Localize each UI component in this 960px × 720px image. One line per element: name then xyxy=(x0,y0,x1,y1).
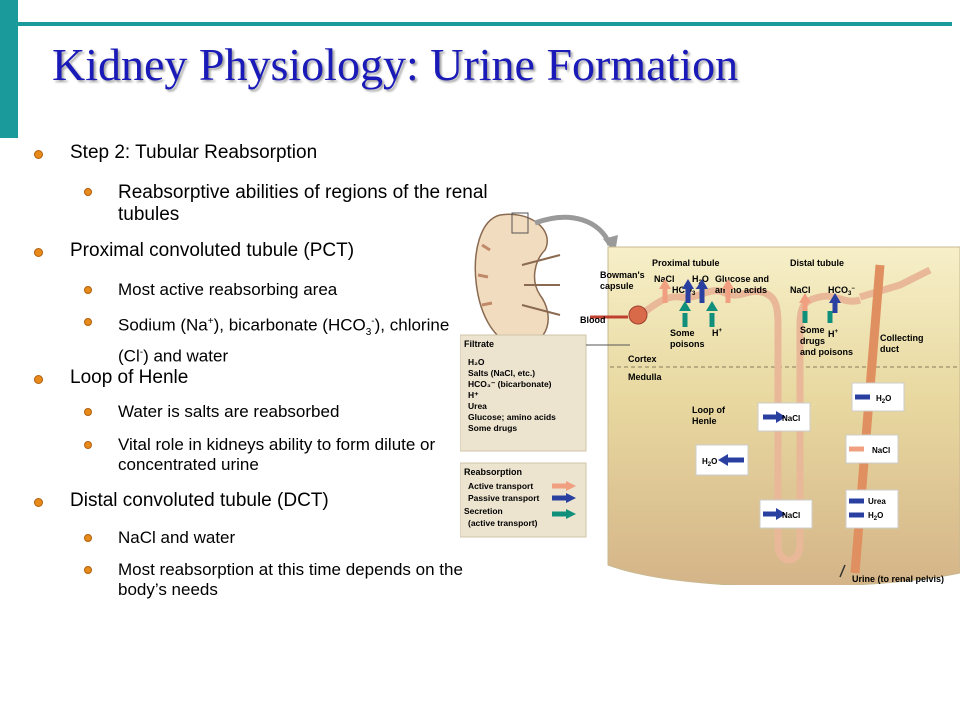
bullet-dot xyxy=(84,408,92,416)
filtrate-box: Filtrate H₂O Salts (NaCl, etc.) HCO₃⁻ (b… xyxy=(460,334,630,452)
legend-heading: Reabsorption xyxy=(464,467,522,477)
cortex-label: Cortex xyxy=(628,354,657,364)
filtrate-heading: Filtrate xyxy=(464,339,494,349)
legend-box: Reabsorption Active transport Passive tr… xyxy=(460,462,587,538)
svg-text:H2O: H2O xyxy=(876,394,891,405)
pct-nacl-label: NaCl xyxy=(654,274,675,284)
bowmans-label-2: capsule xyxy=(600,281,634,291)
bullet-dot xyxy=(34,150,43,159)
svg-text:Some drugs: Some drugs xyxy=(468,423,517,433)
svg-text:Glucose; amino acids: Glucose; amino acids xyxy=(468,412,556,422)
glomerulus xyxy=(628,305,648,325)
accent-bar xyxy=(0,0,18,138)
dct-drugs-label-2: drugs xyxy=(800,336,825,346)
collecting-duct-label-2: duct xyxy=(880,344,899,354)
svg-text:NaCl: NaCl xyxy=(782,414,800,423)
svg-text:HCO₃⁻ (bicarbonate): HCO₃⁻ (bicarbonate) xyxy=(468,379,552,389)
svg-text:H⁺: H⁺ xyxy=(468,390,479,400)
loop-henle-label-1: Loop of xyxy=(692,405,726,415)
bullet-dot xyxy=(84,534,92,542)
loop-henle-label-2: Henle xyxy=(692,416,717,426)
bullet-dot xyxy=(34,498,43,507)
dct-arrows xyxy=(799,293,841,323)
pct-h-plus-label: H+ xyxy=(712,328,723,338)
loop-boxes: NaCl H2O NaCl H2O NaCl Urea H2O xyxy=(695,382,905,529)
dct-drugs-label-3: and poisons xyxy=(800,347,853,357)
bowmans-label-1: Bowman's xyxy=(600,270,645,280)
svg-text:H₂O: H₂O xyxy=(468,357,485,367)
svg-text:H2O: H2O xyxy=(702,457,717,468)
nephron-diagram: Proximal tubule Distal tubule Bowman's c… xyxy=(460,212,960,585)
bullet-dot xyxy=(84,318,92,326)
dct-drugs-label-1: Some xyxy=(800,325,825,335)
svg-text:NaCl: NaCl xyxy=(872,446,890,455)
svg-text:NaCl: NaCl xyxy=(782,511,800,520)
pct-poisons-label-1: Some xyxy=(670,328,695,338)
blood-label: Blood xyxy=(580,315,606,325)
bullet-dot xyxy=(84,286,92,294)
svg-text:(active transport): (active transport) xyxy=(468,518,538,528)
pct-arrows xyxy=(659,279,734,327)
dct-h-plus-label: H+ xyxy=(828,329,839,339)
medulla-label: Medulla xyxy=(628,372,662,382)
pct-poisons-label-2: poisons xyxy=(670,339,705,349)
svg-text:Secretion: Secretion xyxy=(464,506,503,516)
distal-tubule-label: Distal tubule xyxy=(790,258,844,268)
svg-text:Passive transport: Passive transport xyxy=(468,493,540,503)
bullet-dot xyxy=(84,188,92,196)
urine-label: Urine (to renal pelvis) xyxy=(852,574,944,584)
svg-text:Active transport: Active transport xyxy=(468,481,533,491)
svg-text:Urea: Urea xyxy=(468,401,487,411)
bullet-dot xyxy=(84,441,92,449)
bullet-dot xyxy=(34,375,43,384)
zoom-arrow xyxy=(534,214,613,247)
slide-title: Kidney Physiology: Urine Formation xyxy=(52,39,739,90)
bullet-dot xyxy=(34,248,43,257)
dct-nacl-label: NaCl xyxy=(790,285,811,295)
kidney-thumbnail xyxy=(474,212,561,346)
collecting-duct-label-1: Collecting xyxy=(880,333,924,343)
glucose-label-1: Glucose and xyxy=(715,274,769,284)
svg-text:Urea: Urea xyxy=(868,497,886,506)
svg-text:Salts (NaCl, etc.): Salts (NaCl, etc.) xyxy=(468,368,535,378)
proximal-tubule-label: Proximal tubule xyxy=(652,258,720,268)
accent-line xyxy=(18,22,952,26)
dct-hco3-label: HCO3− xyxy=(828,285,855,297)
glucose-label-2: amino acids xyxy=(715,285,767,295)
svg-text:H2O: H2O xyxy=(868,511,883,522)
bullet-dot xyxy=(84,566,92,574)
